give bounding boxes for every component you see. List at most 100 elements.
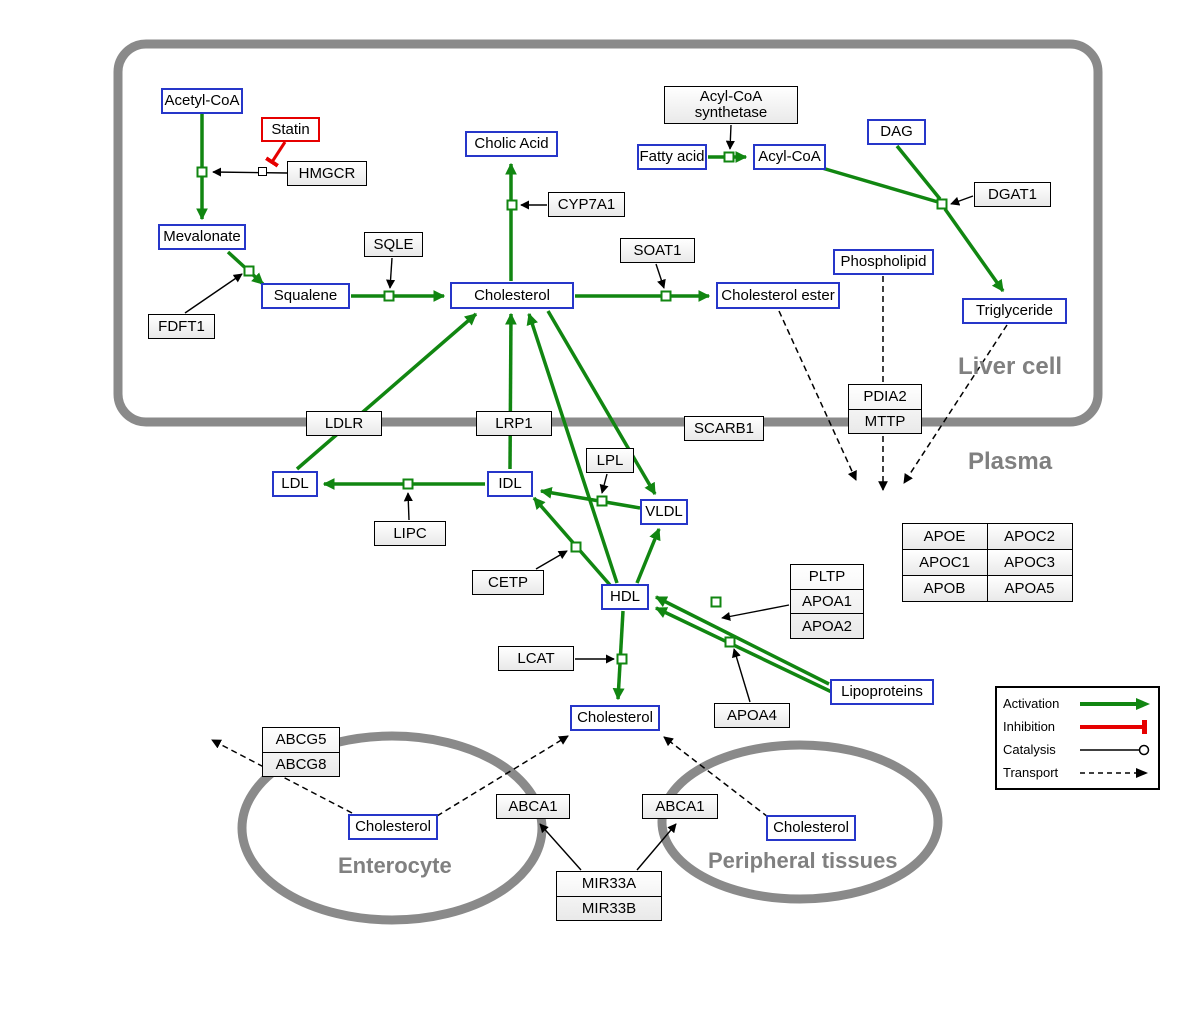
node-hmgcr[interactable]: HMGCR bbox=[287, 161, 367, 186]
edge-hdl-vldl bbox=[635, 527, 661, 584]
edge-acs-catalysis bbox=[725, 124, 735, 150]
node-statin[interactable]: Statin bbox=[261, 117, 320, 142]
node-triglyceride[interactable]: Triglyceride bbox=[962, 298, 1067, 324]
node-lpl[interactable]: LPL bbox=[586, 448, 634, 473]
legend-inhibition: Inhibition bbox=[1003, 719, 1152, 735]
node-lrp1[interactable]: LRP1 bbox=[476, 411, 552, 436]
node-abca1-right[interactable]: ABCA1 bbox=[642, 794, 718, 819]
node-idl[interactable]: IDL bbox=[487, 471, 533, 497]
inhibition-tbar-icon bbox=[1080, 719, 1147, 734]
reaction-node-apoa4 bbox=[724, 636, 736, 648]
edge-lpl-catalysis bbox=[599, 473, 609, 494]
node-mevalonate[interactable]: Mevalonate bbox=[158, 224, 246, 250]
node-soat1[interactable]: SOAT1 bbox=[620, 238, 695, 263]
node-mir33a[interactable]: MIR33A bbox=[581, 875, 637, 893]
legend: Activation Inhibition Catalysis Transpor… bbox=[995, 686, 1160, 790]
node-scarb1[interactable]: SCARB1 bbox=[684, 416, 764, 441]
reaction-node-acs bbox=[723, 151, 735, 163]
edge-mir33-abca1-left bbox=[539, 823, 582, 871]
edge-apoa4-catalysis bbox=[732, 648, 751, 703]
reaction-node-sqle bbox=[383, 290, 395, 302]
peripheral-tissues-membrane bbox=[657, 740, 943, 904]
node-fatty-acid[interactable]: Fatty acid bbox=[637, 144, 707, 170]
edge-statin-inhibits-hmgcr bbox=[265, 141, 287, 168]
node-apoc1[interactable]: APOC1 bbox=[901, 548, 988, 576]
reaction-node-lcat bbox=[616, 653, 628, 665]
node-dgat1[interactable]: DGAT1 bbox=[974, 182, 1051, 207]
reaction-node-hmgcr bbox=[196, 166, 208, 178]
node-cholesterol-plasma[interactable]: Cholesterol bbox=[570, 705, 660, 731]
node-cholesterol-enterocyte[interactable]: Cholesterol bbox=[348, 814, 438, 840]
node-acyl-coa-synthetase[interactable]: Acyl-CoA synthetase bbox=[664, 86, 798, 124]
node-acetyl-coa[interactable]: Acetyl-CoA bbox=[161, 88, 243, 114]
edge-cetp-catalysis bbox=[535, 550, 568, 570]
catalysis-circle-icon bbox=[1080, 744, 1150, 755]
node-acyl-coa[interactable]: Acyl-CoA bbox=[753, 144, 826, 170]
edge-acylcoa-dgat-node bbox=[821, 166, 939, 204]
node-apoa2[interactable]: APOA2 bbox=[791, 613, 863, 638]
legend-activation: Activation bbox=[1003, 696, 1152, 712]
node-pltp[interactable]: PLTP bbox=[808, 568, 846, 586]
node-lipoproteins[interactable]: Lipoproteins bbox=[830, 679, 934, 705]
node-mttp[interactable]: MTTP bbox=[849, 408, 921, 434]
edge-vldl-idl-lpl bbox=[539, 486, 641, 510]
node-cetp[interactable]: CETP bbox=[472, 570, 544, 595]
node-sqle[interactable]: SQLE bbox=[364, 232, 423, 257]
node-apoc2[interactable]: APOC2 bbox=[986, 522, 1073, 550]
node-abcg5[interactable]: ABCG5 bbox=[275, 731, 327, 749]
node-squalene[interactable]: Squalene bbox=[261, 283, 350, 309]
edge-lipc-catalysis bbox=[403, 492, 413, 521]
peripheral-tissues-label: Peripheral tissues bbox=[708, 848, 898, 873]
node-apoe[interactable]: APOE bbox=[901, 522, 988, 550]
node-abca1-left[interactable]: ABCA1 bbox=[496, 794, 570, 819]
node-lcat[interactable]: LCAT bbox=[498, 646, 574, 671]
reaction-node-lipc bbox=[402, 478, 414, 490]
edge-pltp-apoa-catalysis bbox=[721, 604, 790, 621]
reaction-node-lpl bbox=[596, 495, 608, 507]
node-mir33b[interactable]: MIR33B bbox=[557, 895, 661, 921]
anchor-node-statin bbox=[258, 167, 267, 176]
node-lipc[interactable]: LIPC bbox=[374, 521, 446, 546]
node-abcg8[interactable]: ABCG8 bbox=[263, 751, 339, 777]
reaction-node-fdft1 bbox=[243, 265, 255, 277]
stack-abcg5-abcg8: ABCG5 ABCG8 bbox=[262, 727, 340, 777]
node-apoa1[interactable]: APOA1 bbox=[791, 588, 863, 614]
edge-sqle-catalysis bbox=[386, 257, 396, 289]
edge-dgatnode-triglyceride bbox=[943, 207, 1005, 293]
node-ldl[interactable]: LDL bbox=[272, 471, 318, 497]
edge-hmgcr-catalysis bbox=[212, 167, 288, 177]
reaction-node-dgat1 bbox=[936, 198, 948, 210]
activation-arrow-icon bbox=[1080, 697, 1150, 710]
node-hdl[interactable]: HDL bbox=[601, 584, 649, 610]
node-dag[interactable]: DAG bbox=[867, 119, 926, 145]
plasma-label: Plasma bbox=[968, 448, 1053, 475]
legend-transport-label: Transport bbox=[1003, 765, 1059, 780]
edge-peripheral-cholesterol-efflux bbox=[663, 736, 769, 818]
reaction-nodes bbox=[196, 151, 948, 665]
node-cholesterol-peripheral[interactable]: Cholesterol bbox=[766, 815, 856, 841]
edge-ldl-cholesterol-ldlr bbox=[295, 312, 478, 471]
legend-activation-label: Activation bbox=[1003, 696, 1060, 711]
edge-cholesterol-abcg-export bbox=[211, 739, 353, 814]
node-apoc3[interactable]: APOC3 bbox=[986, 548, 1073, 576]
node-vldl[interactable]: VLDL bbox=[640, 499, 688, 525]
node-pdia2[interactable]: PDIA2 bbox=[863, 388, 907, 406]
node-cholesterol-liver[interactable]: Cholesterol bbox=[450, 282, 574, 309]
edge-fdft1-catalysis bbox=[184, 273, 243, 314]
node-fdft1[interactable]: FDFT1 bbox=[148, 314, 215, 339]
node-apoa4[interactable]: APOA4 bbox=[714, 703, 790, 728]
node-apoa5[interactable]: APOA5 bbox=[986, 574, 1073, 602]
node-cholesterol-ester[interactable]: Cholesterol ester bbox=[716, 282, 840, 309]
edge-mir33-abca1-right bbox=[636, 823, 677, 871]
transport-edges bbox=[211, 276, 1008, 818]
reaction-node-cetp bbox=[570, 541, 582, 553]
node-phospholipid[interactable]: Phospholipid bbox=[833, 249, 934, 275]
node-apob[interactable]: APOB bbox=[901, 574, 988, 602]
node-cholic-acid[interactable]: Cholic Acid bbox=[465, 131, 558, 157]
node-cyp7a1[interactable]: CYP7A1 bbox=[548, 192, 625, 217]
node-ldlr[interactable]: LDLR bbox=[306, 411, 382, 436]
edge-enterocyte-cholesterol-efflux bbox=[436, 735, 569, 817]
stack-pdia2-mttp: PDIA2 MTTP bbox=[848, 384, 922, 434]
liver-cell-membrane bbox=[113, 39, 1103, 427]
